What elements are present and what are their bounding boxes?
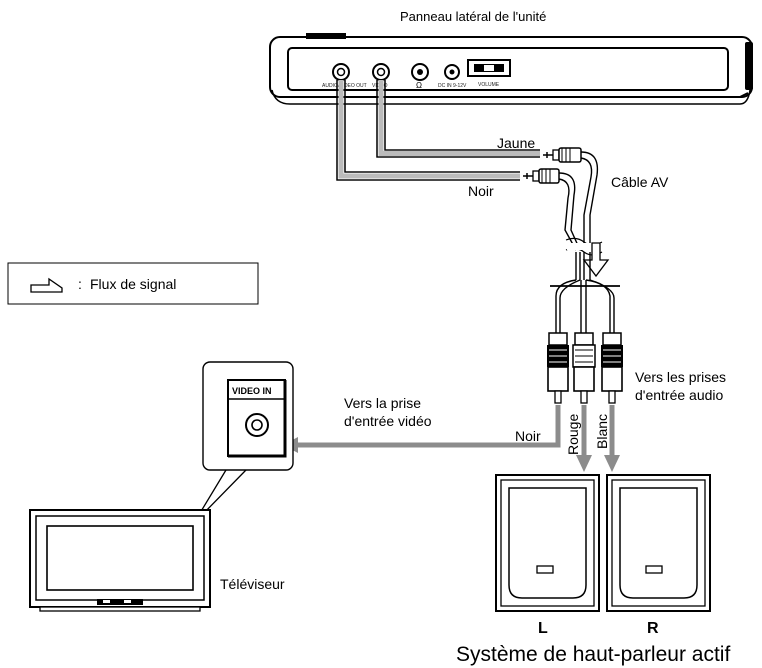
audio-inputs-note-line1: Vers les prises	[635, 369, 726, 385]
av-cable	[558, 151, 599, 251]
audio-right-signal-arrow	[604, 405, 620, 472]
headphone-jack[interactable]: Ω	[411, 63, 429, 90]
black-plug-label: Noir	[468, 183, 494, 199]
volume-control[interactable]: VOLUME	[467, 59, 511, 88]
rca-plug-audio-right	[601, 332, 623, 404]
legend-box: : Flux de signal	[7, 262, 259, 305]
left-plug-color-label: Rouge	[565, 414, 581, 455]
speaker-system-label: Système de haut-parleur actif	[456, 643, 730, 666]
av-cable-label: Câble AV	[611, 174, 669, 190]
video-in-panel-label: VIDEO IN	[232, 386, 272, 396]
yellow-mini-plug	[543, 147, 582, 163]
rca-plug-video	[547, 332, 569, 404]
unit-panel-title: Panneau latéral de l'unité	[400, 9, 546, 24]
right-plug-color-label: Blanc	[594, 414, 610, 449]
video-in-jack	[245, 413, 269, 437]
video-input-note-line2: d'entrée vidéo	[344, 413, 432, 429]
speaker-left-label: L	[538, 620, 548, 637]
television	[29, 509, 211, 612]
volume-label: VOLUME	[478, 82, 500, 88]
legend-label: Flux de signal	[90, 276, 176, 292]
legend-separator: :	[78, 276, 82, 292]
tv-input-callout: VIDEO IN	[199, 361, 294, 517]
audio-inputs-note-line2: d'entrée audio	[635, 387, 724, 403]
audio-left-signal-arrow	[576, 405, 592, 472]
tv-label: Téléviseur	[220, 576, 285, 592]
dc-in-jack-label: DC IN 9-12V	[438, 83, 467, 89]
black-mini-plug	[523, 168, 560, 184]
yellow-plug-label: Jaune	[497, 135, 535, 151]
signal-flow-arrow-icon	[30, 277, 63, 293]
rca-plug-audio-left	[572, 332, 596, 404]
video-plug-color-label: Noir	[515, 428, 541, 444]
speaker-right-label: R	[647, 620, 659, 637]
video-input-note-line1: Vers la prise	[344, 395, 421, 411]
speaker-right	[606, 474, 711, 612]
headphone-icon: Ω	[416, 81, 422, 90]
speaker-left	[495, 474, 600, 612]
dc-in-jack[interactable]: DC IN 9-12V	[438, 64, 467, 89]
